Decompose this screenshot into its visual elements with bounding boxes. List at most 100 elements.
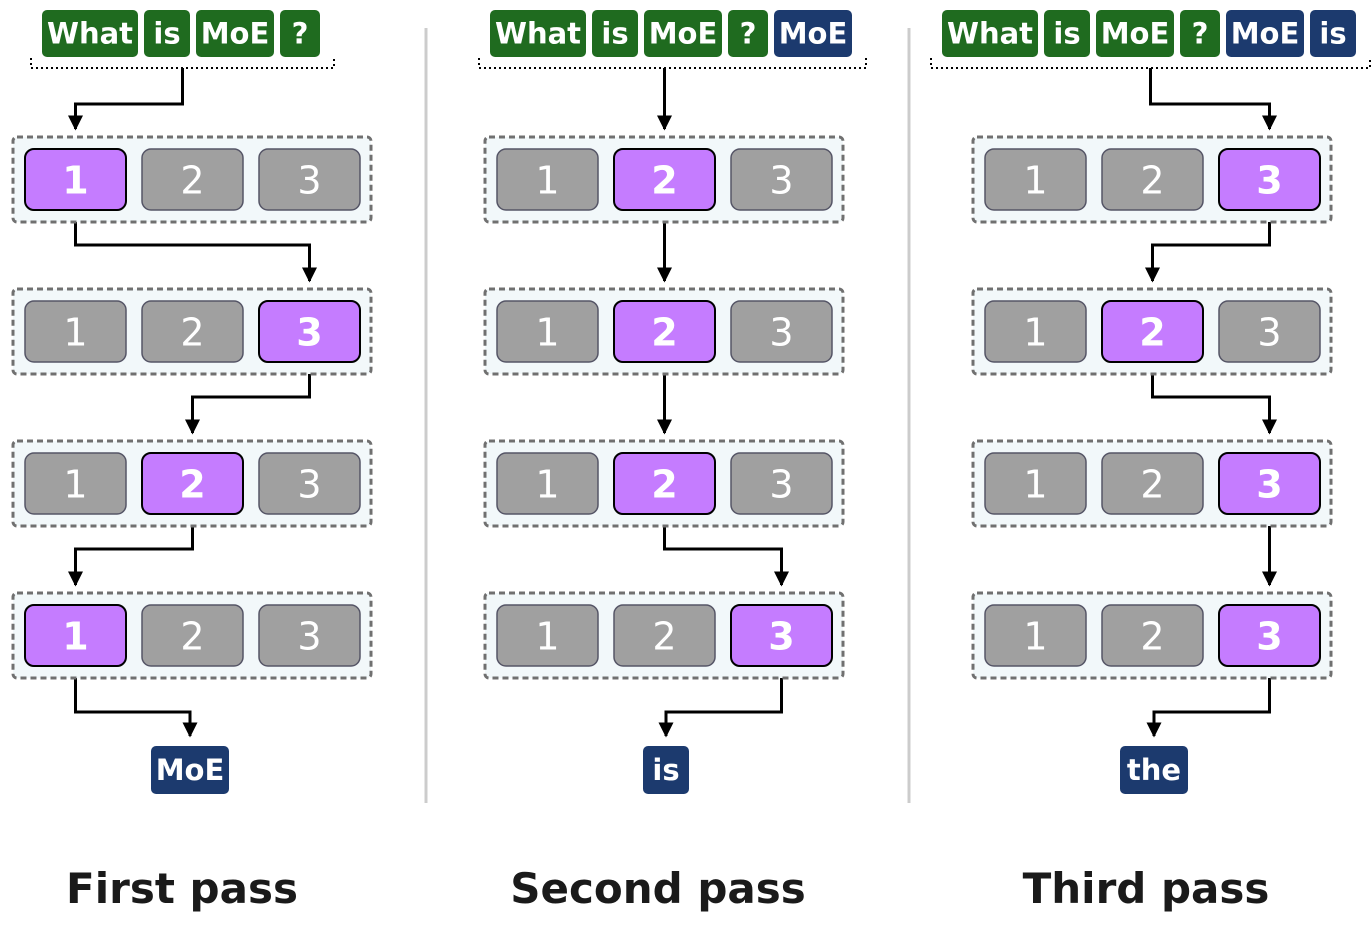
sequence-bracket — [930, 58, 1371, 69]
expert-label: 1 — [535, 159, 559, 203]
pass-label: Third pass — [1023, 864, 1270, 913]
expert-box — [141, 604, 244, 667]
expert-layer: 1 2 3 — [971, 287, 1333, 376]
output-token-chip — [1120, 746, 1188, 794]
token-chip — [280, 10, 320, 57]
expert-box-active — [1218, 148, 1321, 211]
expert-box — [730, 300, 833, 363]
expert-label: 1 — [62, 615, 88, 659]
expert-label: 1 — [62, 159, 88, 203]
expert-box — [984, 300, 1087, 363]
expert-box — [24, 452, 127, 515]
expert-label: 3 — [1257, 311, 1281, 355]
expert-layer: 1 2 3 — [11, 135, 373, 224]
token-label: MoE — [779, 17, 848, 51]
route-arrow — [663, 514, 789, 587]
output-token-label: MoE — [156, 753, 225, 787]
route-arrow — [1145, 210, 1271, 283]
route-arrow — [74, 210, 317, 283]
expert-box — [613, 604, 716, 667]
expert-label: 3 — [1256, 615, 1282, 659]
token-label: MoE — [201, 17, 270, 51]
expert-box — [258, 452, 361, 515]
routing-arrows — [1145, 68, 1277, 738]
token-label: ? — [292, 17, 309, 51]
expert-box — [984, 452, 1087, 515]
expert-box — [496, 452, 599, 515]
expert-label: 1 — [1023, 311, 1047, 355]
expert-label: 1 — [1023, 159, 1047, 203]
token-label: is — [601, 17, 628, 51]
token-chip — [942, 10, 1038, 57]
expert-label: 3 — [297, 615, 321, 659]
expert-layer: 1 2 3 — [971, 439, 1333, 528]
token-label: is — [1319, 17, 1346, 51]
output-token-chip — [643, 746, 689, 794]
expert-label: 3 — [297, 159, 321, 203]
expert-label: 3 — [769, 159, 793, 203]
expert-label: 1 — [1023, 615, 1047, 659]
route-arrow — [658, 666, 783, 738]
expert-box-active — [730, 604, 833, 667]
output-token-chip — [151, 746, 229, 794]
expert-box — [258, 604, 361, 667]
pass-label: Second pass — [510, 864, 805, 913]
expert-label: 2 — [651, 463, 677, 507]
expert-label: 3 — [1256, 159, 1282, 203]
expert-label: 2 — [1140, 159, 1164, 203]
token-chip — [1226, 10, 1304, 57]
token-label: is — [153, 17, 180, 51]
token-label: MoE — [1231, 17, 1300, 51]
sequence-bracket — [478, 58, 867, 69]
expert-box — [496, 148, 599, 211]
token-label: MoE — [1101, 17, 1170, 51]
token-chip — [1180, 10, 1220, 57]
expert-label: 2 — [180, 159, 204, 203]
expert-box-active — [258, 300, 361, 363]
expert-box — [1218, 300, 1321, 363]
expert-label: 2 — [1139, 311, 1165, 355]
expert-label: 3 — [1256, 463, 1282, 507]
expert-label: 3 — [769, 463, 793, 507]
route-arrow — [74, 666, 198, 738]
expert-label: 2 — [1140, 463, 1164, 507]
expert-box — [730, 452, 833, 515]
route-arrow — [185, 362, 311, 435]
token-label: ? — [1192, 17, 1209, 51]
expert-label: 1 — [1023, 463, 1047, 507]
route-arrow — [1151, 362, 1277, 435]
expert-box — [1101, 604, 1204, 667]
expert-box-active — [613, 148, 716, 211]
expert-box-active — [24, 604, 127, 667]
expert-box-active — [613, 452, 716, 515]
expert-box — [258, 148, 361, 211]
expert-label: 2 — [652, 615, 676, 659]
token-chip — [42, 10, 138, 57]
token-chip — [592, 10, 638, 57]
token-chip — [728, 10, 768, 57]
expert-label: 1 — [535, 463, 559, 507]
routing-arrows — [68, 68, 317, 738]
sequence-bracket — [30, 58, 335, 69]
route-arrow — [1149, 68, 1277, 131]
expert-box — [24, 300, 127, 363]
expert-box — [141, 300, 244, 363]
expert-layer: 1 2 3 — [483, 439, 845, 528]
token-label: ? — [740, 17, 757, 51]
output-token-label: the — [1127, 753, 1181, 787]
route-arrow — [68, 514, 194, 587]
token-label: What — [947, 17, 1033, 51]
token-label: is — [1053, 17, 1080, 51]
expert-box-active — [24, 148, 127, 211]
route-arrow — [68, 68, 184, 131]
expert-label: 2 — [179, 463, 205, 507]
